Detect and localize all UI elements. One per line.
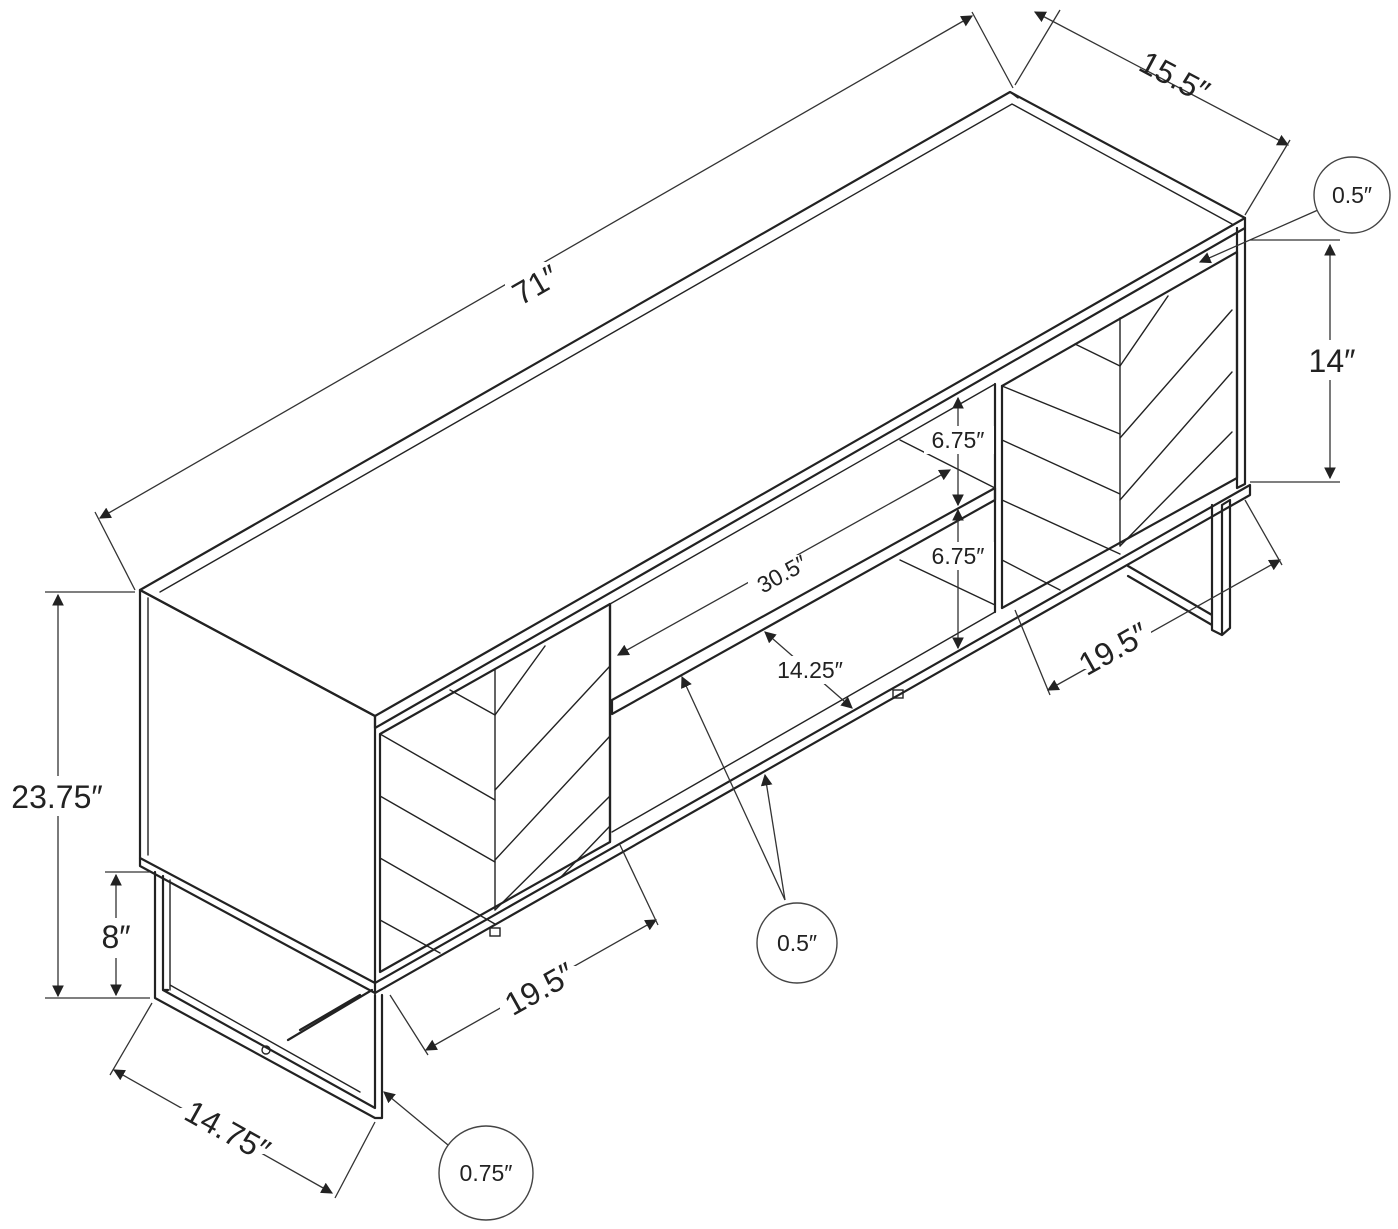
right-end-panel [1235,226,1247,490]
dim-depth-top-extensions [1014,9,1291,216]
label-shelf-gap-upper: 6.75″ [932,427,985,453]
dim-top-lip-leader [1198,209,1319,264]
callout-circle-leg-thickness [438,1125,534,1221]
dim-depth-top [1033,11,1290,146]
top-rim [159,91,1233,593]
left-chevron-diagonal [494,645,611,911]
label-leg-height: 8″ [101,919,130,955]
left-leg-front [169,879,361,1093]
label-depth-top: 15.5″ [1134,44,1216,110]
left-plinth [138,856,377,995]
dim-total-height-extensions [45,591,150,999]
foot-tab-left [489,927,501,937]
bottom-rail [373,483,1252,995]
label-shelf-depth: 14.25″ [777,657,843,683]
label-shelf-thickness: 0.5″ [777,930,817,956]
dimension-lines [45,9,1340,1199]
top-surface [138,90,1247,718]
right-leg-frame [1126,498,1232,637]
left-chevron-horizontal [379,689,496,954]
middle-divider-right [993,382,1004,614]
dim-base-depth-extensions [109,1002,376,1199]
tv-stand-drawing [138,90,1252,1120]
dim-right-cabinet-extensions [1014,499,1283,696]
label-leg-thickness: 0.75″ [460,1160,513,1186]
dim-shelf-thickness-leader-1 [681,675,786,901]
dim-leg-thickness-leader [383,1091,449,1146]
label-total-height: 23.75″ [11,779,102,815]
right-chevron-diagonal [1119,295,1233,547]
dim-cabinet-height-extensions [1250,239,1340,483]
bottom-shelf-edge [611,611,996,833]
leg-screw [261,1045,271,1055]
label-cabinet-height: 14″ [1309,343,1356,379]
label-base-depth: 14.75″ [179,1093,276,1169]
left-end-panel [138,588,377,985]
right-chevron-horizontal [1001,343,1121,591]
dim-left-cabinet-extensions [389,844,659,1056]
label-shelf-gap-lower: 6.75″ [932,543,985,569]
left-leg-frame [153,870,384,1120]
dim-length-extensions [94,11,1014,591]
callout-circle-top-lip [1313,156,1391,234]
callout-circle-shelf-thickness [756,902,838,984]
foot-tab-middle [892,689,904,699]
label-left-cabinet-width: 19.5″ [499,955,581,1022]
dim-shelf-thickness-leader-2 [760,773,786,901]
label-top-lip: 0.5″ [1332,182,1372,208]
